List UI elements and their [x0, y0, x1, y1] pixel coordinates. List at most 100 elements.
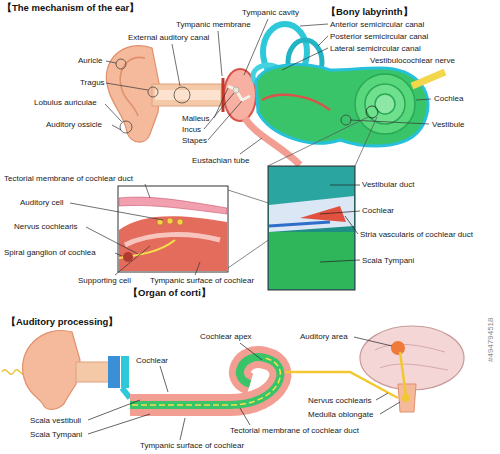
zoom-line	[355, 117, 377, 166]
inner-ear	[253, 24, 445, 146]
part-label: Lateral semicircular canal	[330, 44, 421, 53]
part-label: Tympanic cavity	[242, 8, 299, 17]
hair-cell	[177, 219, 183, 225]
part-label: Anterior semicircular canal	[330, 20, 424, 29]
part-label: Lobulus auriculae	[34, 98, 97, 107]
cochlea-shape	[355, 74, 415, 134]
cochlear-duct-shape	[269, 196, 354, 232]
part-label: Auditory ossicle	[46, 120, 102, 129]
callout-circle	[116, 59, 126, 69]
part-label: Tympanic membrane	[176, 20, 251, 29]
ganglion	[123, 252, 133, 262]
leader-line	[300, 24, 328, 26]
leader-line	[380, 402, 400, 414]
incus-shape	[233, 87, 239, 93]
part-label: Medulla oblongate	[308, 410, 373, 419]
leader-line	[160, 366, 168, 392]
leader-line	[112, 125, 121, 130]
part-label: Nervus cochlearis	[14, 222, 78, 231]
leader-line	[240, 138, 262, 154]
brainstem-shape	[398, 384, 416, 412]
leader-line	[318, 36, 328, 46]
part-label: Vestibule	[432, 120, 464, 129]
part-label: Incus	[182, 125, 201, 134]
part-label: Tympanic surface of cochlear	[140, 441, 244, 450]
callout-circle	[174, 87, 190, 103]
part-label: Stria vascularis of cochlear duct	[360, 230, 473, 239]
membranous-duct	[262, 95, 330, 110]
hair-cell	[167, 218, 173, 224]
leader-line	[350, 120, 429, 124]
zoom-line	[268, 117, 368, 166]
cochlear-duct-inset	[268, 166, 355, 290]
part-label: Spiral ganglion of cochlea	[4, 248, 96, 257]
wave-path	[132, 358, 280, 405]
part-label: Eustachian tube	[192, 156, 249, 165]
part-label: Tectorial membrane of cochlear duct	[230, 426, 359, 435]
leader-line	[105, 104, 122, 122]
leader-line	[376, 393, 388, 400]
canal-lumen	[155, 90, 220, 100]
tympanic-membrane-shape	[222, 78, 225, 112]
part-label: Nervus cochlearis	[308, 396, 372, 405]
part-label: Auditory area	[300, 332, 348, 341]
leader-line	[115, 246, 150, 275]
part-label: Vestibular duct	[362, 180, 414, 189]
middle-ear-block	[121, 356, 129, 388]
part-label: Cochlear apex	[200, 332, 252, 341]
middle-ear-link	[122, 388, 130, 398]
leader-line	[145, 184, 150, 198]
part-label: Tragus	[80, 78, 105, 87]
leader-line	[88, 400, 140, 420]
leader-line	[416, 99, 431, 100]
outer-ear	[106, 46, 222, 142]
part-label: Scala vestibuli	[30, 416, 81, 425]
callout-circle	[341, 115, 351, 125]
inset-frame	[268, 166, 355, 290]
part-label: Supporting cell	[78, 276, 131, 285]
callout-circle	[120, 121, 132, 133]
cell-layer	[125, 235, 220, 245]
part-label: External auditory canal	[128, 33, 209, 42]
leader-line	[208, 101, 242, 140]
leader-line	[320, 211, 360, 214]
vestibulocochlear-nerve-shape	[412, 72, 445, 86]
leader-line	[115, 253, 122, 256]
callout-circle	[148, 87, 158, 97]
middle-ear-block	[108, 356, 120, 388]
part-label: Cochlear	[362, 206, 394, 215]
leader-line	[180, 418, 185, 440]
part-label: Auricle	[78, 56, 102, 65]
leader-line	[218, 31, 222, 76]
leader-line	[195, 262, 200, 275]
leader-line	[106, 61, 116, 63]
leader-line	[240, 343, 262, 360]
part-label: Scala Tympani	[362, 256, 414, 265]
leader-lines	[320, 185, 360, 262]
leader-lines	[70, 184, 200, 275]
leader-line	[354, 337, 392, 346]
tectorial-membrane-shape	[119, 197, 227, 214]
auditory-pathway	[2, 326, 464, 412]
brain-fold	[375, 344, 448, 370]
auditory-nerve-path	[285, 372, 398, 398]
leader-line	[172, 44, 180, 86]
basilar-membrane	[269, 222, 330, 226]
auditory-canal	[152, 84, 222, 106]
section-heading: 【Organ of corti】	[128, 287, 211, 298]
leader-line	[240, 408, 250, 425]
ossicle-chain	[228, 86, 250, 100]
part-label: Cochlear	[136, 356, 168, 365]
leader-lines	[105, 19, 431, 154]
cochlea-turn	[365, 84, 405, 124]
section-heading: 【Auditory processing】	[6, 316, 118, 327]
leader-line	[330, 185, 360, 186]
section-heading: 【Bony labyrinth】	[326, 6, 413, 17]
leader-line	[88, 414, 150, 434]
part-label: Auditory cell	[20, 198, 64, 207]
part-label: Tectorial membrane of cochlear duct	[4, 174, 133, 183]
part-label: Posterior semicircular canal	[330, 32, 428, 41]
scala-tympani-shape	[269, 232, 354, 289]
leader-line	[345, 216, 358, 234]
medulla-node	[402, 394, 410, 402]
